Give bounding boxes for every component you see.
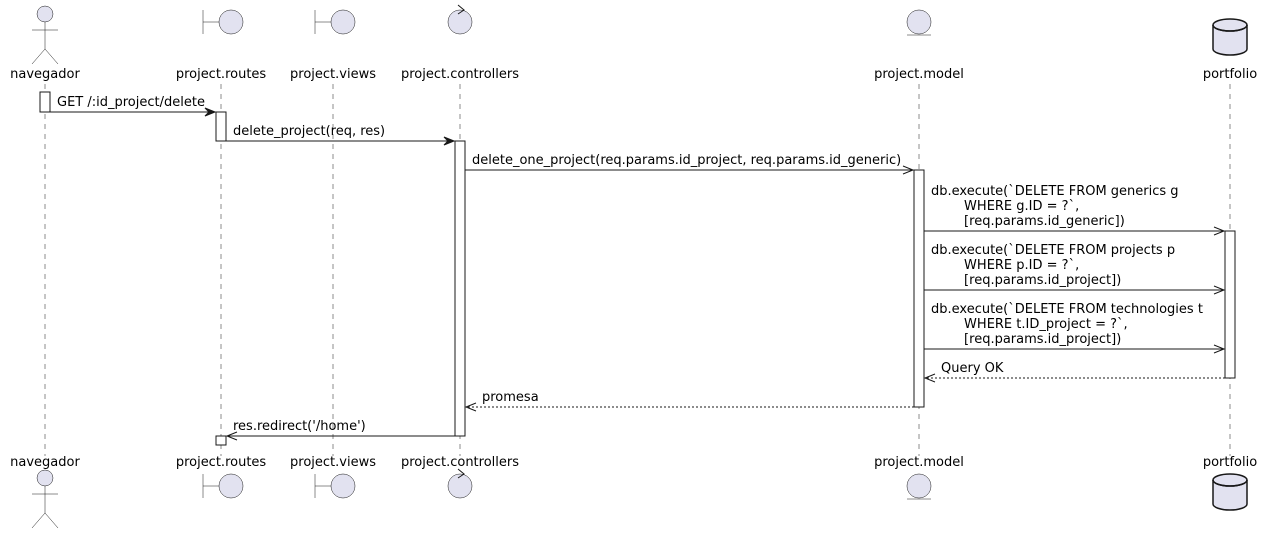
participant-controllers-bottom: project.controllers <box>401 455 519 499</box>
message-1: GET /:id_project/delete <box>50 95 217 117</box>
message-label: [req.params.id_project]) <box>931 332 1121 347</box>
activation-bar-routes <box>215 435 227 446</box>
message-label: WHERE g.ID = ?`, <box>931 199 1079 214</box>
participant-label: project.model <box>874 455 964 470</box>
message-8: promesa <box>464 390 914 412</box>
message-label: db.execute(`DELETE FROM generics g <box>931 184 1179 199</box>
participant-views-bottom: project.views <box>290 455 376 499</box>
participant-views-top: project.views <box>290 9 376 82</box>
message-label: delete_one_project(req.params.id_project… <box>472 153 901 168</box>
message-label: db.execute(`DELETE FROM projects p <box>931 243 1175 258</box>
arrowhead <box>443 136 456 146</box>
control-icon <box>447 468 473 499</box>
participant-routes-bottom: project.routes <box>176 455 267 499</box>
participant-navegador-top: navegador <box>10 5 80 82</box>
control-icon <box>447 4 473 35</box>
message-label: [req.params.id_generic]) <box>931 214 1125 229</box>
participant-portfolio-top: portfolio <box>1203 18 1257 82</box>
actor-icon <box>31 5 59 65</box>
participant-label: project.views <box>290 455 376 470</box>
participant-label: project.views <box>290 67 376 82</box>
message-7: Query OK <box>923 361 1225 383</box>
arrowhead <box>464 402 477 412</box>
participant-routes-top: project.routes <box>176 9 267 82</box>
participant-label: portfolio <box>1203 455 1257 470</box>
arrowhead <box>923 373 936 383</box>
activation-bar-routes <box>215 111 227 142</box>
participant-label: navegador <box>10 455 80 470</box>
message-label: Query OK <box>941 361 1004 376</box>
message-4: db.execute(`DELETE FROM generics g WHERE… <box>924 184 1226 236</box>
message-label: res.redirect('/home') <box>233 419 366 434</box>
participant-portfolio-bottom: portfolio <box>1203 455 1257 511</box>
activation-bar-portfolio <box>1224 230 1236 379</box>
participant-label: navegador <box>10 67 80 82</box>
arrowhead <box>225 431 238 441</box>
participant-model-top: project.model <box>874 9 964 82</box>
database-icon <box>1212 18 1248 56</box>
participant-label: project.controllers <box>401 455 519 470</box>
participant-model-bottom: project.model <box>874 455 964 500</box>
entity-icon <box>906 9 932 36</box>
activation-bar-model <box>913 169 925 408</box>
message-label: WHERE p.ID = ?`, <box>931 258 1079 273</box>
participant-label: project.routes <box>176 455 267 470</box>
message-2: delete_project(req, res) <box>226 124 456 146</box>
boundary-icon <box>314 473 356 499</box>
participant-label: portfolio <box>1203 67 1257 82</box>
participant-label: project.model <box>874 67 964 82</box>
entity-icon <box>906 473 932 500</box>
message-label: db.execute(`DELETE FROM technologies t <box>931 302 1203 317</box>
message-3: delete_one_project(req.params.id_project… <box>465 153 915 175</box>
boundary-icon <box>314 9 356 35</box>
arrowhead <box>1213 285 1226 295</box>
participant-controllers-top: project.controllers <box>401 4 519 82</box>
arrowhead <box>1213 226 1226 236</box>
message-6: db.execute(`DELETE FROM technologies t W… <box>924 302 1226 354</box>
boundary-icon <box>202 473 244 499</box>
message-label: promesa <box>482 390 539 405</box>
database-icon <box>1212 473 1248 511</box>
arrowhead <box>902 165 915 175</box>
activation-bar-navegador <box>39 91 51 113</box>
arrowhead <box>1213 344 1226 354</box>
participant-label: project.controllers <box>401 67 519 82</box>
participant-label: project.routes <box>176 67 267 82</box>
message-5: db.execute(`DELETE FROM projects p WHERE… <box>924 243 1226 295</box>
message-label: GET /:id_project/delete <box>57 95 205 110</box>
message-9: res.redirect('/home') <box>225 419 455 441</box>
actor-icon <box>31 469 59 529</box>
message-label: WHERE t.ID_project = ?`, <box>931 317 1128 332</box>
participant-navegador-bottom: navegador <box>10 455 80 529</box>
message-label: delete_project(req, res) <box>233 124 385 139</box>
arrowhead <box>204 107 217 117</box>
boundary-icon <box>202 9 244 35</box>
activation-bar-controllers <box>454 140 466 437</box>
message-label: [req.params.id_project]) <box>931 273 1121 288</box>
